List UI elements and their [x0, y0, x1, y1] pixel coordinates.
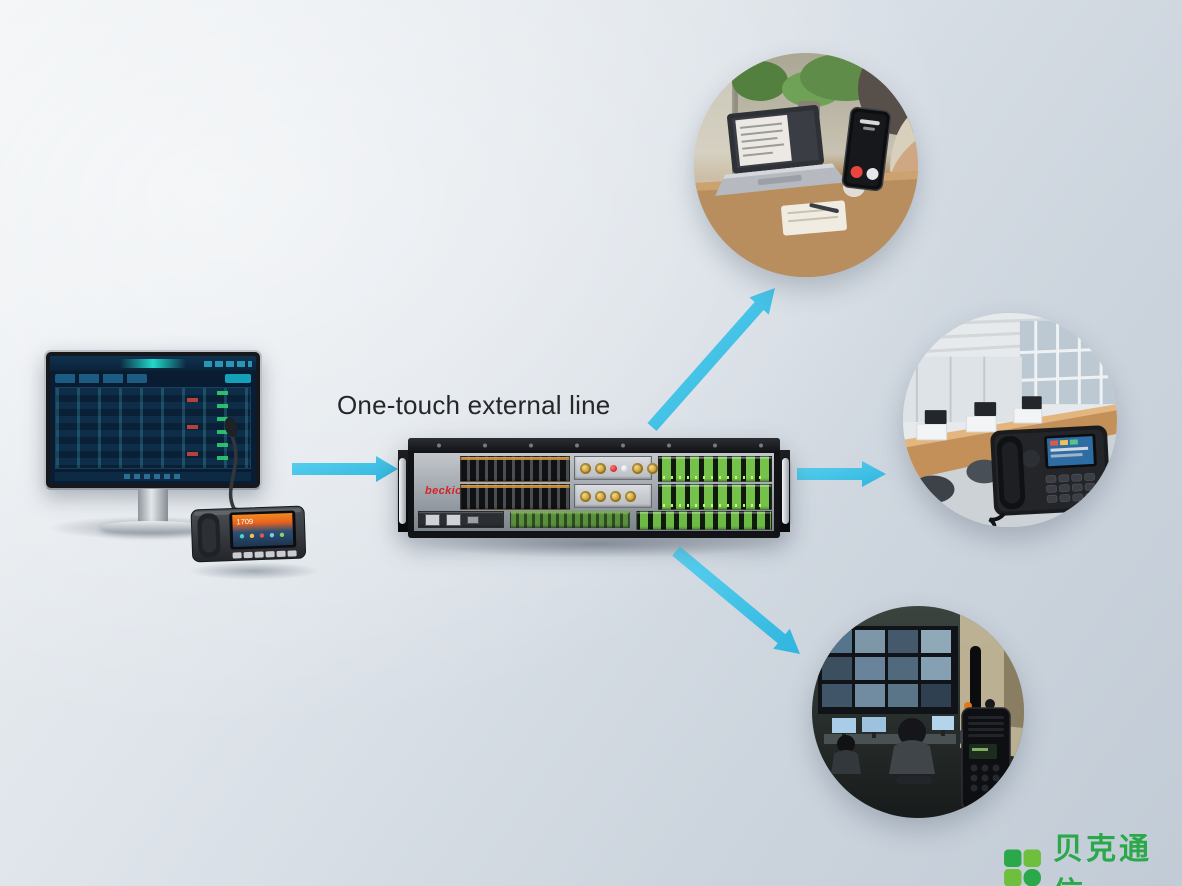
laptop: [715, 104, 847, 196]
dashboard-action-button: [225, 374, 251, 383]
status-tags-red: [187, 397, 198, 466]
coax-connector-icon: [647, 462, 658, 474]
arrow-gateway-to-control-room: [672, 546, 800, 654]
coax-connector-icon: [632, 462, 643, 474]
photo-office: [903, 313, 1117, 527]
desk-edge: [903, 404, 1117, 448]
company-name: 贝克通信: [1053, 833, 1153, 886]
port-led-strip: [663, 476, 767, 479]
notebook: [781, 200, 847, 236]
rj45-jack-icon: [425, 513, 440, 526]
radio-screen: [969, 744, 997, 759]
ip-phone-screen: [1046, 436, 1094, 467]
coax-connector-icon: [580, 462, 591, 474]
gateway-device: beckiot: [398, 438, 790, 542]
coax-connector-icon: [595, 462, 606, 474]
dashboard-title-glow: [120, 359, 186, 368]
arrow-gateway-to-mobile: [647, 288, 775, 431]
desk-dividers: [916, 407, 1043, 441]
terminal-block-module-1: [460, 456, 570, 482]
dashboard-screen: [50, 356, 256, 484]
ip-phone: [988, 425, 1111, 527]
ip-phone-keypad: [1045, 473, 1096, 503]
photo-remote-user: [694, 53, 918, 277]
phone-keypad: [232, 550, 297, 559]
handset-cord: [988, 512, 1006, 527]
operator: [889, 718, 935, 784]
coax-connector-icon: [580, 490, 591, 502]
phone-screen-number: 1709: [236, 517, 253, 527]
coax-connector-icon: [595, 490, 606, 502]
gooseneck-microphone: [224, 417, 241, 517]
terminal-block-module-2: [460, 484, 570, 510]
antenna-connector-module-2: [574, 484, 652, 508]
phone-screen-icons: [239, 532, 285, 539]
office-chair: [910, 475, 955, 504]
arrow-gateway-to-office: [797, 461, 886, 487]
second-operator: [831, 735, 861, 774]
dashboard-menu-strip: [204, 361, 252, 367]
desk-monitors: [924, 396, 1042, 424]
dispatch-phone-drawing: 1709: [190, 417, 307, 563]
phone-screen: [232, 512, 294, 548]
red-indicator-icon: [610, 464, 617, 472]
white-indicator-icon: [621, 464, 628, 472]
rack-top-panel: [408, 438, 780, 453]
dashboard-pagination: [124, 474, 182, 479]
office-scene: [903, 313, 1117, 527]
antenna-connector-module-1: [574, 456, 658, 480]
dashboard-tabs: [55, 374, 147, 383]
status-tags-green: [217, 390, 228, 466]
dashboard-footer: [55, 472, 251, 481]
usb-port-icon: [467, 515, 479, 524]
radio-speaker-grille: [968, 716, 1004, 737]
monitor-stand: [138, 489, 168, 523]
dashboard-table: [55, 387, 251, 469]
glass-partition: [903, 356, 1022, 422]
coax-connector-icon: [610, 490, 621, 502]
radio-knob: [985, 699, 995, 709]
control-room-scene: [812, 606, 1024, 818]
accept-call-icon: [866, 167, 879, 180]
rj45-jack-icon: [446, 513, 461, 526]
remote-user-scene: [694, 53, 918, 277]
rack-handle-right: [782, 458, 789, 524]
ethernet-port-module-2: [658, 484, 772, 510]
diagram-title: One-touch external line: [337, 390, 611, 420]
desk-monitors: [832, 716, 954, 738]
company-logo: 贝克通信: [1002, 824, 1182, 886]
port-led-strip: [663, 504, 767, 507]
console-desk: [824, 734, 956, 744]
brand-logo-icon: [1004, 849, 1041, 886]
photo-control-room: [812, 606, 1024, 818]
rack-module-panel: beckiot: [414, 453, 774, 531]
ip-phone-screen-content: [1050, 439, 1089, 458]
phone-shadow: [188, 562, 320, 580]
nav-cluster: [1022, 449, 1041, 468]
smartphone-call-screen: [841, 106, 892, 192]
video-wall: [818, 626, 958, 714]
io-port-module: [418, 511, 504, 528]
phone-body: 1709: [190, 505, 307, 563]
radio-ptt-button: [960, 730, 963, 744]
decline-call-icon: [850, 165, 863, 178]
coax-connector-icon: [625, 490, 636, 502]
rack-handle-left: [399, 458, 406, 524]
radio-keypad: [970, 764, 1000, 792]
monitor-base: [100, 521, 206, 533]
screw-terminal-strip-module: [510, 511, 630, 528]
device-brand-label: beckiot: [425, 485, 467, 497]
ethernet-port-module-1: [658, 456, 772, 482]
ethernet-port-module-3: [636, 511, 772, 530]
dispatch-phone: 1709: [186, 412, 311, 572]
